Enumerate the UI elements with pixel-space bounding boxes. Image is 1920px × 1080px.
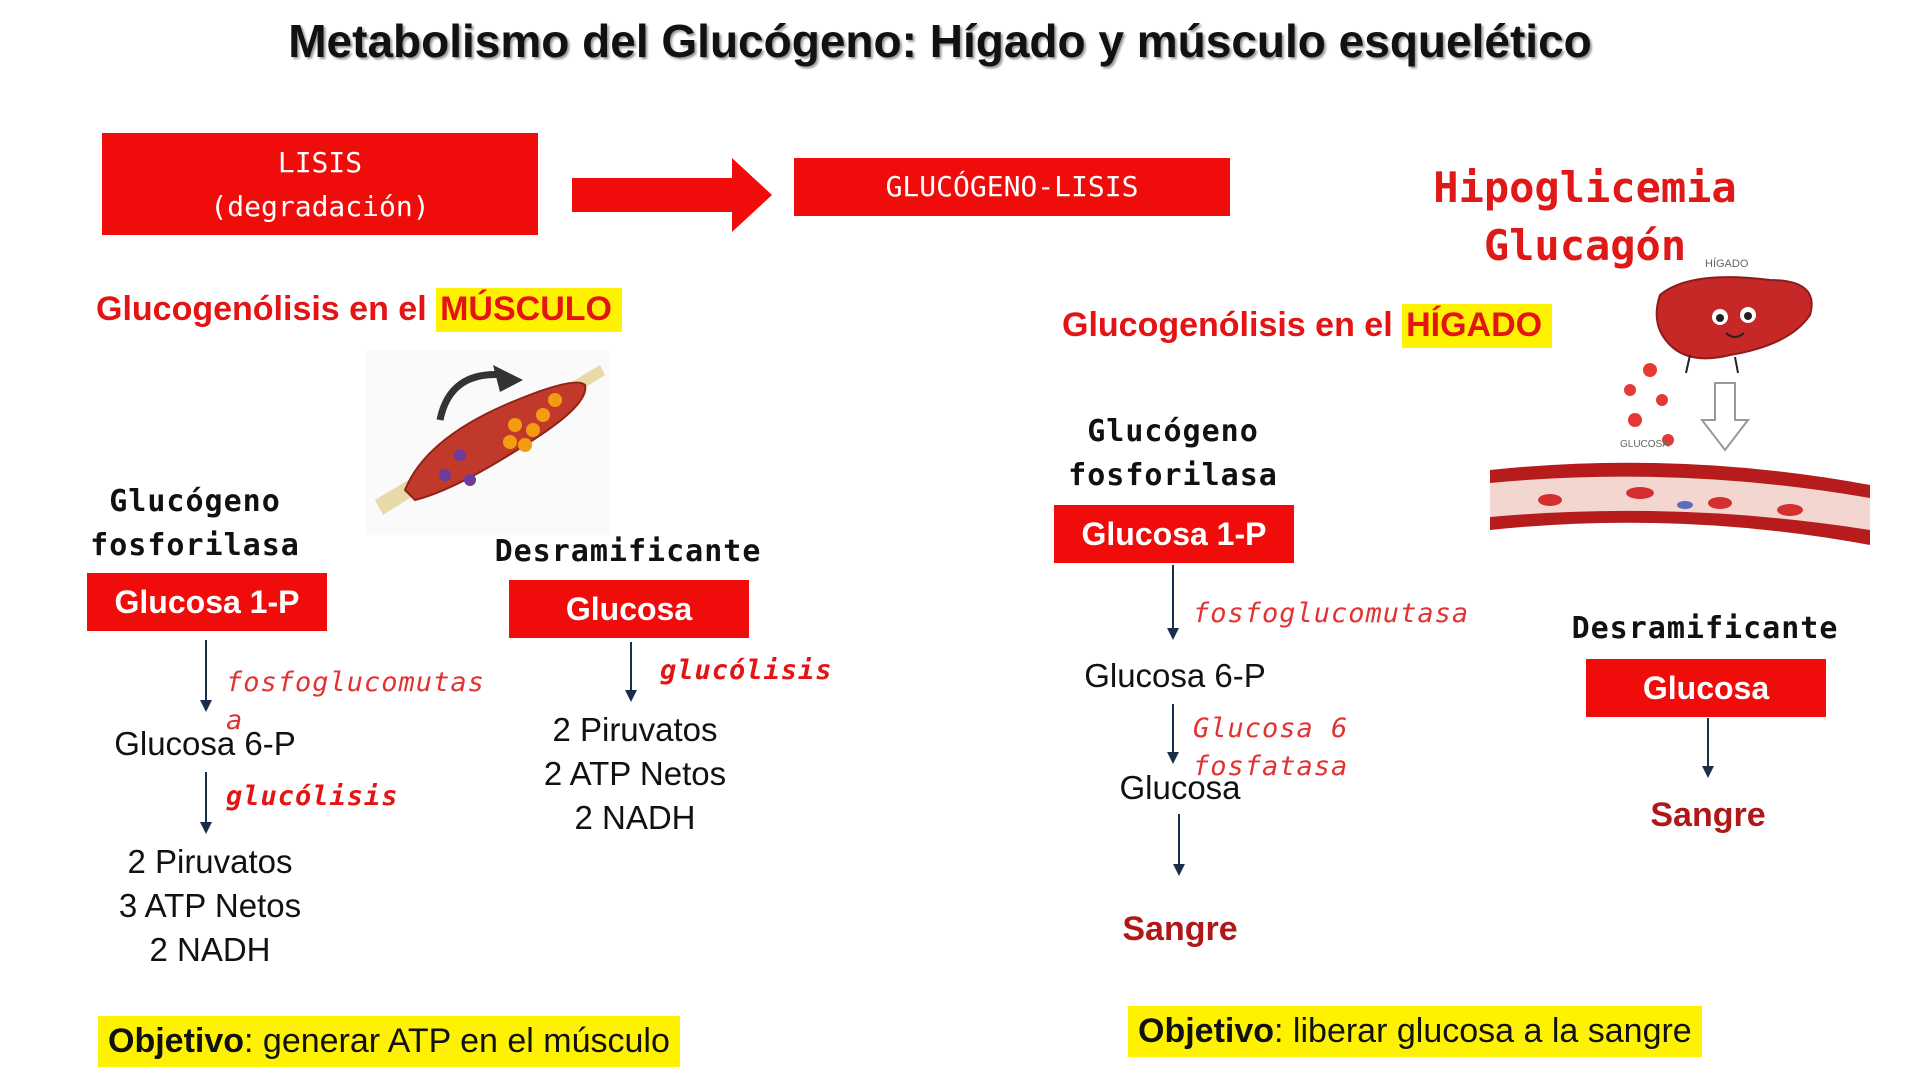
- lisis-box: LISIS (degradación): [102, 133, 538, 235]
- muscle-right-result-1: 2 Piruvatos: [552, 711, 718, 748]
- liver-left-step1-enzyme: fosfoglucomutasa: [1193, 598, 1470, 629]
- liver-right-product: Glucosa: [1586, 659, 1826, 717]
- muscle-right-results: 2 Piruvatos 2 ATP Netos 2 NADH: [510, 708, 760, 840]
- muscle-left-step1-enzyme: fosfoglucomutasa: [226, 667, 485, 736]
- muscle-left-result-1: 2 Piruvatos: [127, 843, 293, 880]
- liver-left-arrow1: [1172, 565, 1174, 628]
- muscle-left-arrow2: [205, 772, 207, 822]
- liver-heading-prefix: Glucogenólisis en el: [1062, 306, 1403, 344]
- liver-objective: Objetivo: liberar glucosa a la sangre: [1128, 1006, 1702, 1057]
- muscle-left-product: Glucosa 1-P: [87, 573, 327, 631]
- liver-left-step2-enzyme: Glucosa 6 fosfatasa: [1193, 713, 1349, 782]
- liver-heading: Glucogenólisis en el HÍGADO: [1062, 304, 1553, 348]
- muscle-right-product: Glucosa: [509, 580, 749, 638]
- page-title: Metabolismo del Glucógeno: Hígado y músc…: [288, 15, 1592, 67]
- liver-left-product: Glucosa 1-P: [1054, 505, 1294, 563]
- muscle-right-enzyme: Desramificante: [493, 530, 763, 574]
- right-arrow-icon: [572, 158, 772, 232]
- liver-right-sangre: Sangre: [1650, 796, 1766, 834]
- muscle-left-step1-product: Glucosa 6-P: [114, 725, 296, 762]
- muscle-left-step2-enzyme: glucólisis: [226, 781, 399, 812]
- liver-left-arrow3: [1178, 814, 1180, 864]
- liver-heading-highlight: HÍGADO: [1402, 304, 1553, 348]
- muscle-left-result-3: 2 NADH: [149, 931, 271, 968]
- liver-left-enzyme-text: Glucógeno fosforilasa: [1068, 414, 1278, 493]
- liver-left-arrow3-head: [1173, 864, 1185, 876]
- muscle-right-arrow1-head: [625, 690, 637, 702]
- muscle-objective: Objetivo: generar ATP en el músculo: [98, 1016, 680, 1067]
- lisis-box-line1: LISIS: [277, 146, 363, 179]
- muscle-left-arrow1: [205, 640, 207, 700]
- liver-right-arrow1: [1707, 718, 1709, 766]
- liver-left-step1-product: Glucosa 6-P: [1084, 657, 1266, 694]
- muscle-illustration: [365, 350, 610, 535]
- liver-left-arrow2: [1172, 704, 1174, 752]
- muscle-left-arrow2-head: [200, 822, 212, 834]
- muscle-objective-text: : generar ATP en el músculo: [244, 1022, 670, 1060]
- glucagon-label: Glucagón: [1483, 221, 1687, 270]
- liver-right-arrow1-head: [1702, 766, 1714, 778]
- liver-higado-label: HÍGADO: [1705, 257, 1749, 270]
- liver-left-step2-product: Glucosa: [1119, 769, 1241, 806]
- liver-right-enzyme-text: Desramificante: [1571, 611, 1839, 646]
- liver-left-arrow2-head: [1167, 752, 1179, 764]
- liver-left-arrow1-head: [1167, 628, 1179, 640]
- glucogeno-lisis-box: GLUCÓGENO-LISIS: [794, 158, 1230, 216]
- muscle-left-results: 2 Piruvatos 3 ATP Netos 2 NADH: [90, 840, 330, 972]
- muscle-left-result-2: 3 ATP Netos: [118, 887, 302, 924]
- muscle-heading-prefix: Glucogenólisis en el: [96, 290, 437, 328]
- liver-right-enzyme: Desramificante: [1570, 607, 1840, 651]
- muscle-heading-highlight: MÚSCULO: [436, 288, 622, 332]
- liver-objective-label: Objetivo: [1138, 1012, 1275, 1050]
- liver-objective-text: : liberar glucosa a la sangre: [1274, 1012, 1692, 1050]
- hipoglicemia-label: Hipoglicemia: [1433, 163, 1737, 212]
- liver-illustration: HÍGADO GLUCOSA: [1490, 257, 1870, 545]
- muscle-left-enzyme-text: Glucógeno fosforilasa: [90, 484, 300, 563]
- muscle-objective-label: Objetivo: [108, 1022, 245, 1060]
- muscle-right-result-2: 2 ATP Netos: [543, 755, 727, 792]
- muscle-right-arrow1: [630, 642, 632, 690]
- lisis-box-line2: (degradación): [210, 190, 430, 223]
- muscle-left-enzyme: Glucógeno fosforilasa: [80, 480, 310, 568]
- muscle-right-result-3: 2 NADH: [574, 799, 696, 836]
- liver-left-sangre: Sangre: [1122, 910, 1238, 948]
- muscle-left-arrow1-head: [200, 700, 212, 712]
- liver-glucosa-label: GLUCOSA: [1620, 439, 1669, 450]
- muscle-heading: Glucogenólisis en el MÚSCULO: [96, 288, 622, 332]
- muscle-right-step1-enzyme: glucólisis: [660, 655, 833, 686]
- liver-left-enzyme: Glucógeno fosforilasa: [1058, 410, 1288, 498]
- muscle-right-enzyme-text: Desramificante: [494, 534, 762, 569]
